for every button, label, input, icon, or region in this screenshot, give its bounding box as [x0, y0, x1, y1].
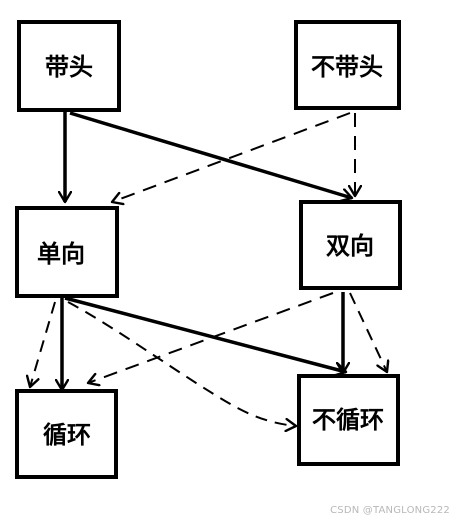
node-daitou-label: 带头 [45, 53, 93, 81]
edge-danxiang-buxunhuan [64, 296, 346, 372]
edge-shuangxiang-buxunhuan-dashed [349, 292, 387, 372]
node-buxunhuan-label: 不循环 [312, 406, 384, 434]
edge-danxiang-xunhuan-dashed [30, 301, 56, 387]
node-xunhuan-label: 循环 [43, 421, 91, 449]
node-buxunhuan: 不循环 [297, 374, 400, 466]
node-shuangxiang-label: 双向 [326, 232, 374, 260]
node-daitou: 带头 [17, 20, 121, 112]
node-shuangxiang: 双向 [299, 200, 402, 290]
edge-danxiang-buxunhuan-dashed [67, 301, 296, 426]
node-xunhuan: 循环 [15, 389, 118, 479]
node-budaitou-label: 不带头 [311, 53, 383, 81]
edge-daitou-shuangxiang [69, 111, 352, 198]
watermark: CSDN @TANGLONG222 [330, 505, 450, 516]
node-danxiang: 单向 [15, 206, 119, 298]
edge-budaitou-danxiang [112, 112, 351, 202]
node-danxiang-label: 单向 [37, 240, 85, 268]
node-budaitou: 不带头 [294, 20, 401, 110]
edge-shuangxiang-xunhuan-dashed [88, 292, 334, 383]
